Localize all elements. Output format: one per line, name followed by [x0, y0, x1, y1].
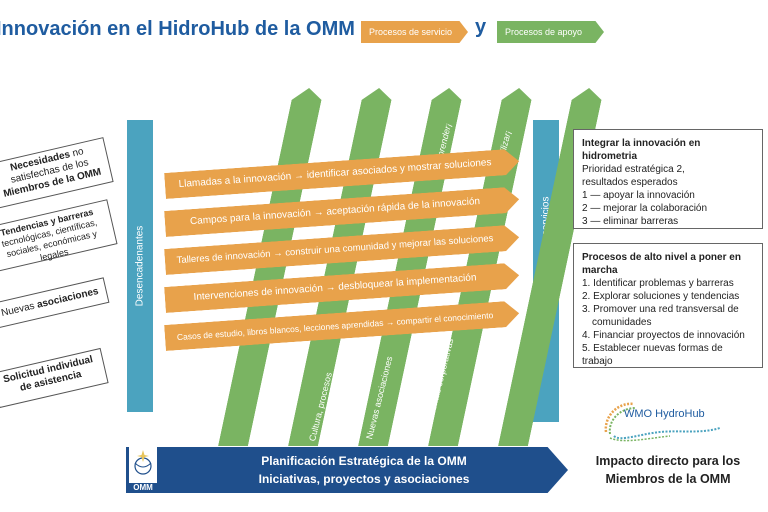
- box-line: 2. Explorar soluciones y tendencias: [582, 291, 740, 302]
- box-line: 3 — eliminar barreras: [582, 216, 679, 227]
- hydrohub-logo: WMO HydroHub: [600, 398, 730, 443]
- impact-line1: Impacto directo para los: [595, 454, 741, 468]
- box-line: 2 — mejorar la colaboración: [582, 203, 708, 214]
- legend-service-processes: Procesos de servicio: [361, 21, 468, 43]
- trigger-unmet-needs: Necesidades no satisfechas de los Miembr…: [0, 137, 114, 209]
- trigger-new-partnerships: Nuevas asociaciones: [0, 277, 110, 329]
- box-line: 5. Establecer nuevas formas de trabajo: [582, 343, 723, 367]
- omm-logo-text: OMM: [126, 483, 160, 493]
- trigger-bold: asociaciones: [35, 285, 100, 311]
- hydrohub-wave-icon: [604, 402, 721, 442]
- box-line: Prioridad estratégica 2,: [582, 164, 685, 175]
- triggers-bar: Desencadenantes: [127, 120, 153, 412]
- box-line: 4. Financiar proyectos de innovación: [582, 330, 745, 341]
- legend-conjunction: y: [475, 16, 487, 38]
- support-verb: ¡Enfocar¡: [253, 127, 272, 167]
- triggers-bar-label: Desencadenantes: [134, 225, 146, 307]
- strategic-planning-line1: Planificación Estratégica de la OMM: [261, 454, 467, 468]
- strategic-planning-line2: Iniciativas, proyectos y asociaciones: [258, 472, 470, 486]
- box-heading: Integrar la innovación en hidrometria: [582, 138, 701, 162]
- integrate-innovation-box: Integrar la innovación en hidrometria Pr…: [573, 129, 763, 229]
- legend-support-processes: Procesos de apoyo: [497, 21, 604, 43]
- omm-logo: OMM: [126, 447, 160, 493]
- box-line: resultados esperados: [582, 177, 678, 188]
- box-line: 1. Identificar problemas y barreras: [582, 278, 734, 289]
- support-label: Estrategia y hoja de ruta: [188, 349, 222, 447]
- box-line: 1 — apoyar la innovación: [582, 190, 695, 201]
- box-line: comunidades: [592, 317, 652, 328]
- hydrohub-logo-text: WMO HydroHub: [624, 408, 705, 420]
- impact-line2: Miembros de la OMM: [605, 472, 731, 486]
- box-heading: Procesos de alto nivel a poner en marcha: [582, 252, 741, 276]
- strategic-planning-arrow: Planificación Estratégica de la OMM Inic…: [160, 447, 568, 493]
- trigger-text: Nuevas: [0, 300, 39, 320]
- trigger-individual-request: Solicitud individual de asistencia: [0, 347, 109, 409]
- wmo-emblem-icon: [134, 450, 152, 475]
- box-line: 3. Promover una red transversal de: [582, 304, 739, 315]
- trigger-trends-barriers: Tendencias y barreras tecnológicas, cien…: [0, 199, 118, 273]
- page-title: Innovación en el HidroHub de la OMM: [0, 18, 355, 40]
- support-verb: ¡Financiar¡: [313, 122, 334, 167]
- direct-impact-text: Impacto directo para los Miembros de la …: [568, 452, 768, 488]
- high-level-processes-box: Procesos de alto nivel a poner en marcha…: [573, 243, 763, 368]
